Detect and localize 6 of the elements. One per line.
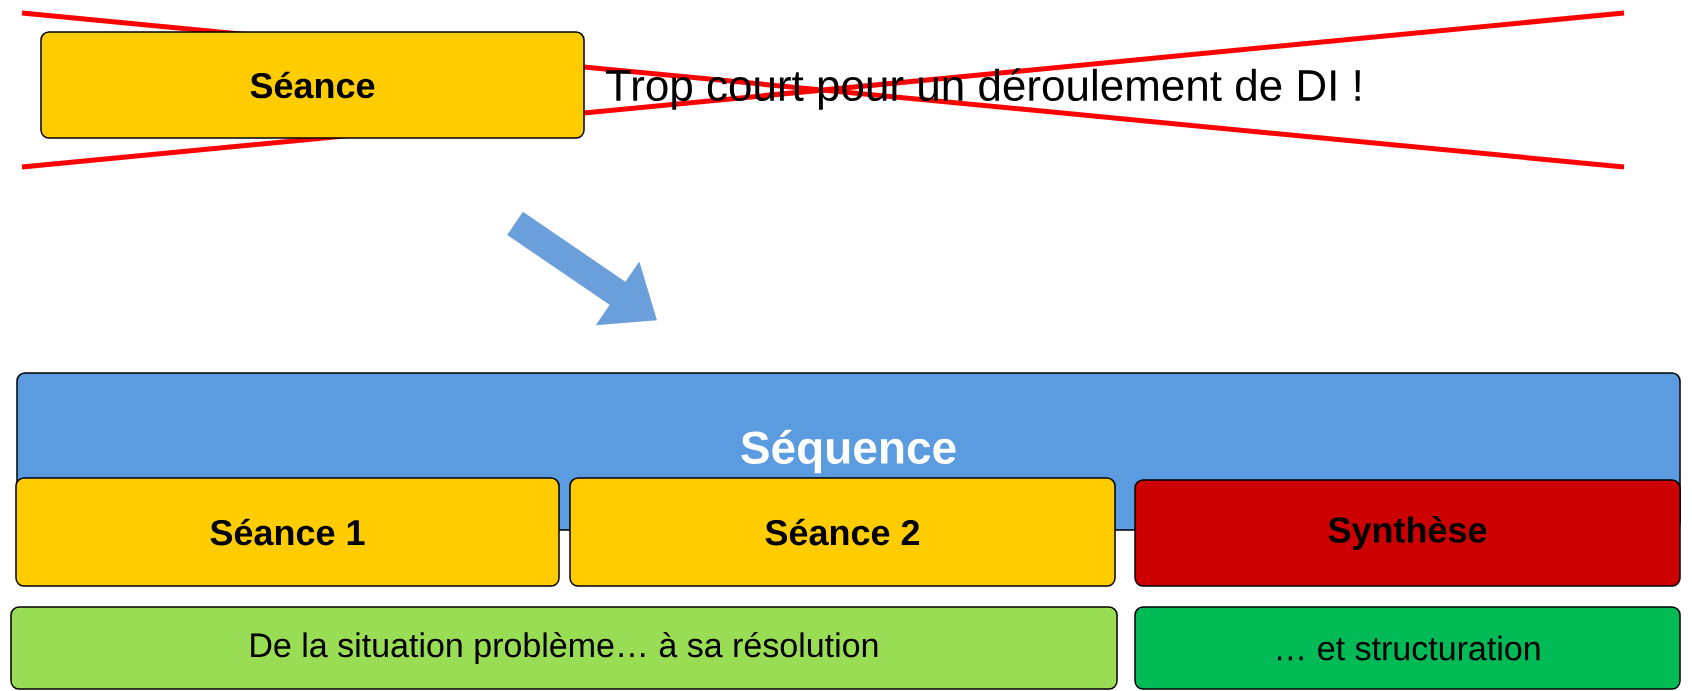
- session-box: Séance: [40, 31, 585, 139]
- session-box: Séance 2: [569, 477, 1116, 587]
- session-box: Séance 1: [15, 477, 560, 587]
- phase-bar: … et structuration: [1134, 606, 1681, 690]
- phase-bar: De la situation problème… à sa résolution: [10, 606, 1118, 690]
- synthesis-box: Synthèse: [1134, 479, 1681, 587]
